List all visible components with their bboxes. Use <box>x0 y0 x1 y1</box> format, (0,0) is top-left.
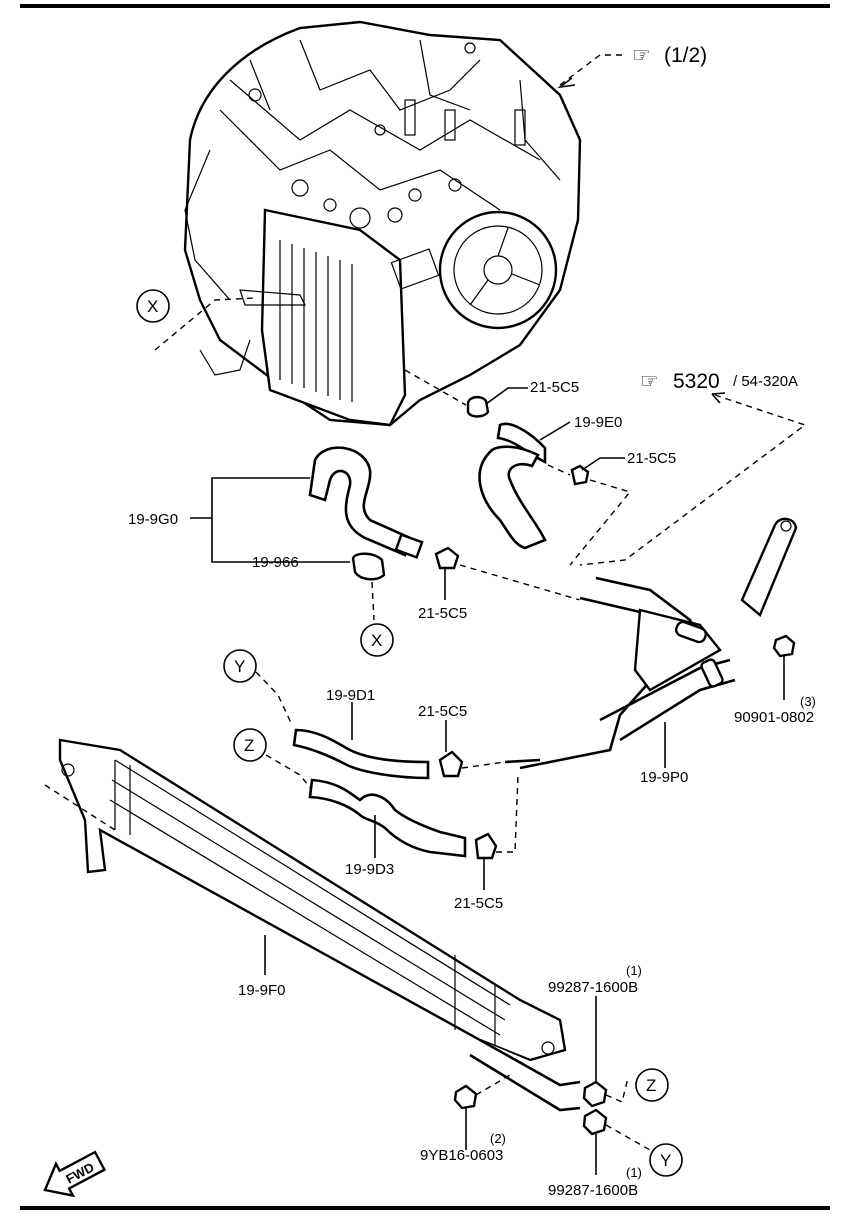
label-part-966: 19-966 <box>252 554 299 571</box>
reference-top-label: (1/2) <box>664 44 707 67</box>
svg-text:X: X <box>147 297 158 316</box>
reference-top: ☞ (1/2) <box>557 44 707 89</box>
clamp-c: 21-5C5 <box>418 546 601 622</box>
nut-9yb16: (2) 9YB16-0603 <box>420 1074 511 1164</box>
transmission-assembly <box>183 20 582 427</box>
label-clamp-a: 21-5C5 <box>530 379 579 396</box>
hose-9d3: 19-9D3 <box>308 778 467 878</box>
fwd-arrow-icon: FWD <box>43 1150 107 1198</box>
label-bolt-top-qty: (1) <box>626 963 642 978</box>
clamp-e: 21-5C5 <box>454 774 519 912</box>
label-nut-90901: 90901-0802 <box>734 709 814 726</box>
hose-9e0: 19-9E0 <box>478 414 622 550</box>
hose-9d1: 19-9D1 <box>292 687 430 780</box>
label-hose-9d3: 19-9D3 <box>345 861 394 878</box>
bolt-bottom: (1) 99287-1600B <box>548 1108 651 1199</box>
label-bolt-bottom-qty: (1) <box>626 1165 642 1180</box>
reference-right-sub: / 54-320A <box>733 373 798 390</box>
label-nut-9yb16: 9YB16-0603 <box>420 1147 503 1164</box>
label-hose-9e0: 19-9E0 <box>574 414 622 431</box>
label-nut-90901-qty: (3) <box>800 694 816 709</box>
label-nut-9yb16-qty: (2) <box>490 1131 506 1146</box>
svg-text:Z: Z <box>244 736 254 755</box>
label-bolt-top: 99287-1600B <box>548 979 638 996</box>
svg-text:X: X <box>371 631 382 650</box>
callout-z-cooler: Z <box>635 1068 669 1102</box>
label-bolt-bottom: 99287-1600B <box>548 1182 638 1199</box>
hand-pointer-icon: ☞ <box>640 370 659 393</box>
reference-right: ☞ 5320 / 54-320A <box>579 370 807 566</box>
hand-pointer-icon: ☞ <box>632 44 651 67</box>
callout-y: Y <box>223 649 293 726</box>
label-hose-9d1: 19-9D1 <box>326 687 375 704</box>
callout-y-cooler: Y <box>649 1143 683 1177</box>
svg-text:Z: Z <box>646 1076 656 1095</box>
label-cooler-9f0: 19-9F0 <box>238 982 286 999</box>
label-clamp-d: 21-5C5 <box>418 703 467 720</box>
label-hose-9g0: 19-9G0 <box>128 511 178 528</box>
label-clamp-b: 21-5C5 <box>627 450 676 467</box>
pipe-9p0: 19-9P0 <box>504 517 798 786</box>
clamp-a: 21-5C5 <box>404 369 579 418</box>
label-clamp-e: 21-5C5 <box>454 895 503 912</box>
hose-9g0: 19-9G0 <box>128 446 424 563</box>
clamp-d: 21-5C5 <box>418 703 506 778</box>
callout-x-top: X <box>136 289 256 351</box>
oil-cooler-9f0: 19-9F0 <box>44 738 581 1112</box>
label-pipe-9p0: 19-9P0 <box>640 769 688 786</box>
clamp-b: 21-5C5 <box>547 450 676 566</box>
reference-right-number: 5320 <box>673 370 720 393</box>
callout-z: Z <box>233 728 313 791</box>
svg-text:Y: Y <box>234 657 245 676</box>
nut-90901: (3) 90901-0802 <box>734 634 816 726</box>
callout-x-bottom: X <box>360 623 394 657</box>
bolt-top: (1) 99287-1600B <box>548 963 642 1108</box>
svg-text:Y: Y <box>660 1151 671 1170</box>
part-966: 19-966 <box>252 552 386 621</box>
label-clamp-c: 21-5C5 <box>418 605 467 622</box>
